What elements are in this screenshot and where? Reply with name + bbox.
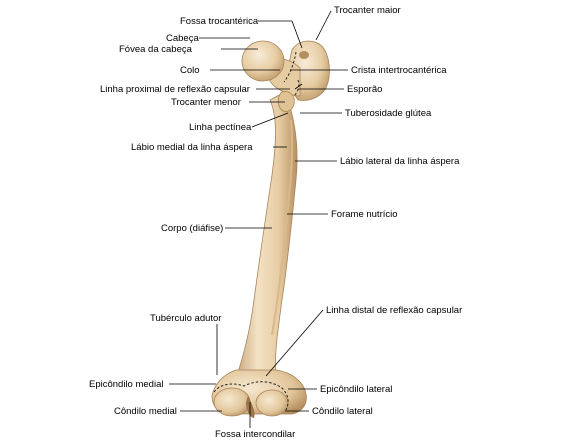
trochanteric-fossa-shadow — [299, 51, 309, 59]
label-tuberosidade-glutea: Tuberosidade glútea — [345, 108, 432, 119]
label-fovea-cabeca: Fóvea da cabeça — [119, 44, 193, 55]
label-trocanter-maior: Trocanter maior — [334, 5, 401, 16]
label-epicondilo-medial: Epicôndilo medial — [89, 379, 163, 390]
femur-bone — [211, 40, 330, 418]
medial-condyle — [213, 387, 251, 417]
label-esporao: Esporão — [347, 84, 382, 95]
label-crista-intertrocanterica: Crista intertrocantérica — [351, 65, 447, 76]
distal-capsule-line — [213, 381, 289, 411]
label-labio-medial: Lábio medial da linha áspera — [131, 142, 253, 153]
label-epicondilo-lateral: Epicôndilo lateral — [320, 384, 392, 395]
proximal-capsule-line-lower — [293, 79, 300, 97]
label-condilo-lateral: Côndilo lateral — [312, 406, 373, 417]
lesser-trochanter — [277, 91, 295, 112]
leader-lines — [169, 10, 348, 428]
label-tuberculo-adutor: Tubérculo adutor — [150, 313, 221, 324]
label-linha-distal-reflexao: Linha distal de reflexão capsular — [326, 305, 462, 316]
femur-shaft — [235, 91, 298, 379]
label-cabeca: Cabeça — [166, 33, 199, 44]
femur-head — [241, 40, 285, 82]
lateral-condyle — [255, 389, 289, 417]
label-linha-pectinea: Linha pectínea — [189, 122, 252, 133]
label-colo: Colo — [180, 65, 200, 76]
labels: Fossa trocantérica Trocanter maior Cabeç… — [89, 5, 462, 440]
label-forame-nutricio: Forame nutrício — [331, 209, 398, 220]
label-linha-proximal-reflexao: Linha proximal de reflexão capsular — [100, 84, 250, 95]
label-fossa-intercondilar: Fossa intercondilar — [215, 429, 295, 440]
linea-aspera-ridge — [271, 119, 294, 336]
label-condilo-medial: Côndilo medial — [114, 406, 177, 417]
label-fossa-trocanterica: Fossa trocantérica — [180, 16, 259, 27]
label-trocanter-menor: Trocanter menor — [171, 97, 241, 108]
label-labio-lateral: Lábio lateral da linha áspera — [340, 156, 460, 167]
label-corpo-diafise: Corpo (diáfise) — [161, 223, 223, 234]
